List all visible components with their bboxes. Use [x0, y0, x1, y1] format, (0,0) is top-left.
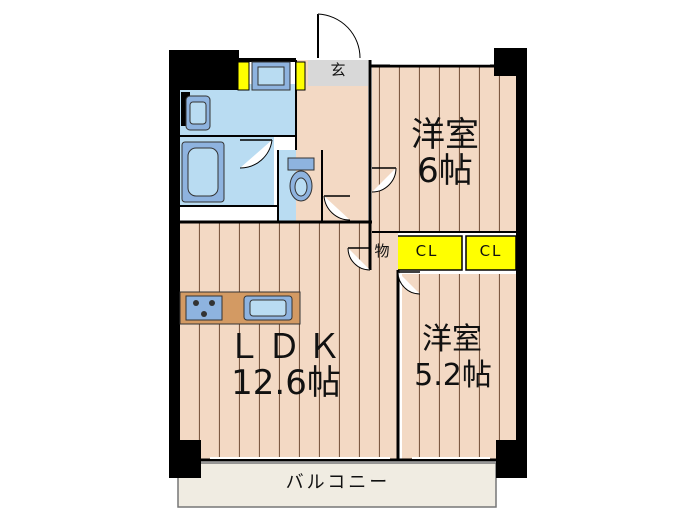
- ldk-door: [347, 247, 371, 271]
- closet-1-label: CL: [415, 242, 439, 260]
- pillar: [169, 50, 239, 90]
- room2-door: [397, 271, 421, 295]
- closet-strip: [295, 61, 306, 91]
- entrance-door: [317, 13, 361, 59]
- ldk-name: ＬＤＫ: [227, 327, 347, 367]
- room1-door: [371, 167, 397, 193]
- closet-strip: [237, 61, 250, 91]
- western-room-1: [372, 66, 516, 232]
- outer-wall-left: [169, 50, 180, 475]
- toilet-tank: [287, 157, 315, 171]
- genkan-floor: [308, 60, 368, 86]
- toilet-door: [323, 195, 351, 221]
- storage-label: 物: [374, 242, 390, 260]
- western-room-1-name: 洋室: [411, 115, 479, 155]
- pillar: [169, 440, 201, 478]
- ldk-size: 12.6帖: [231, 363, 341, 403]
- western-room-2: [402, 274, 516, 460]
- balcony-label: バルコニー: [285, 472, 391, 493]
- closet-1: [391, 235, 463, 271]
- closet-2: [465, 235, 517, 271]
- genkan-label: 玄: [330, 61, 346, 79]
- western-room-1-size: 6帖: [417, 151, 473, 191]
- western-room-2-size: 5.2帖: [414, 358, 492, 393]
- closet-2-label: CL: [479, 242, 503, 260]
- outer-wall-right: [516, 50, 527, 475]
- balcony-area: [177, 462, 497, 508]
- wash-door: [239, 139, 273, 169]
- western-room-2-name: 洋室: [422, 322, 482, 357]
- pillar: [494, 48, 527, 76]
- pillar: [496, 440, 527, 478]
